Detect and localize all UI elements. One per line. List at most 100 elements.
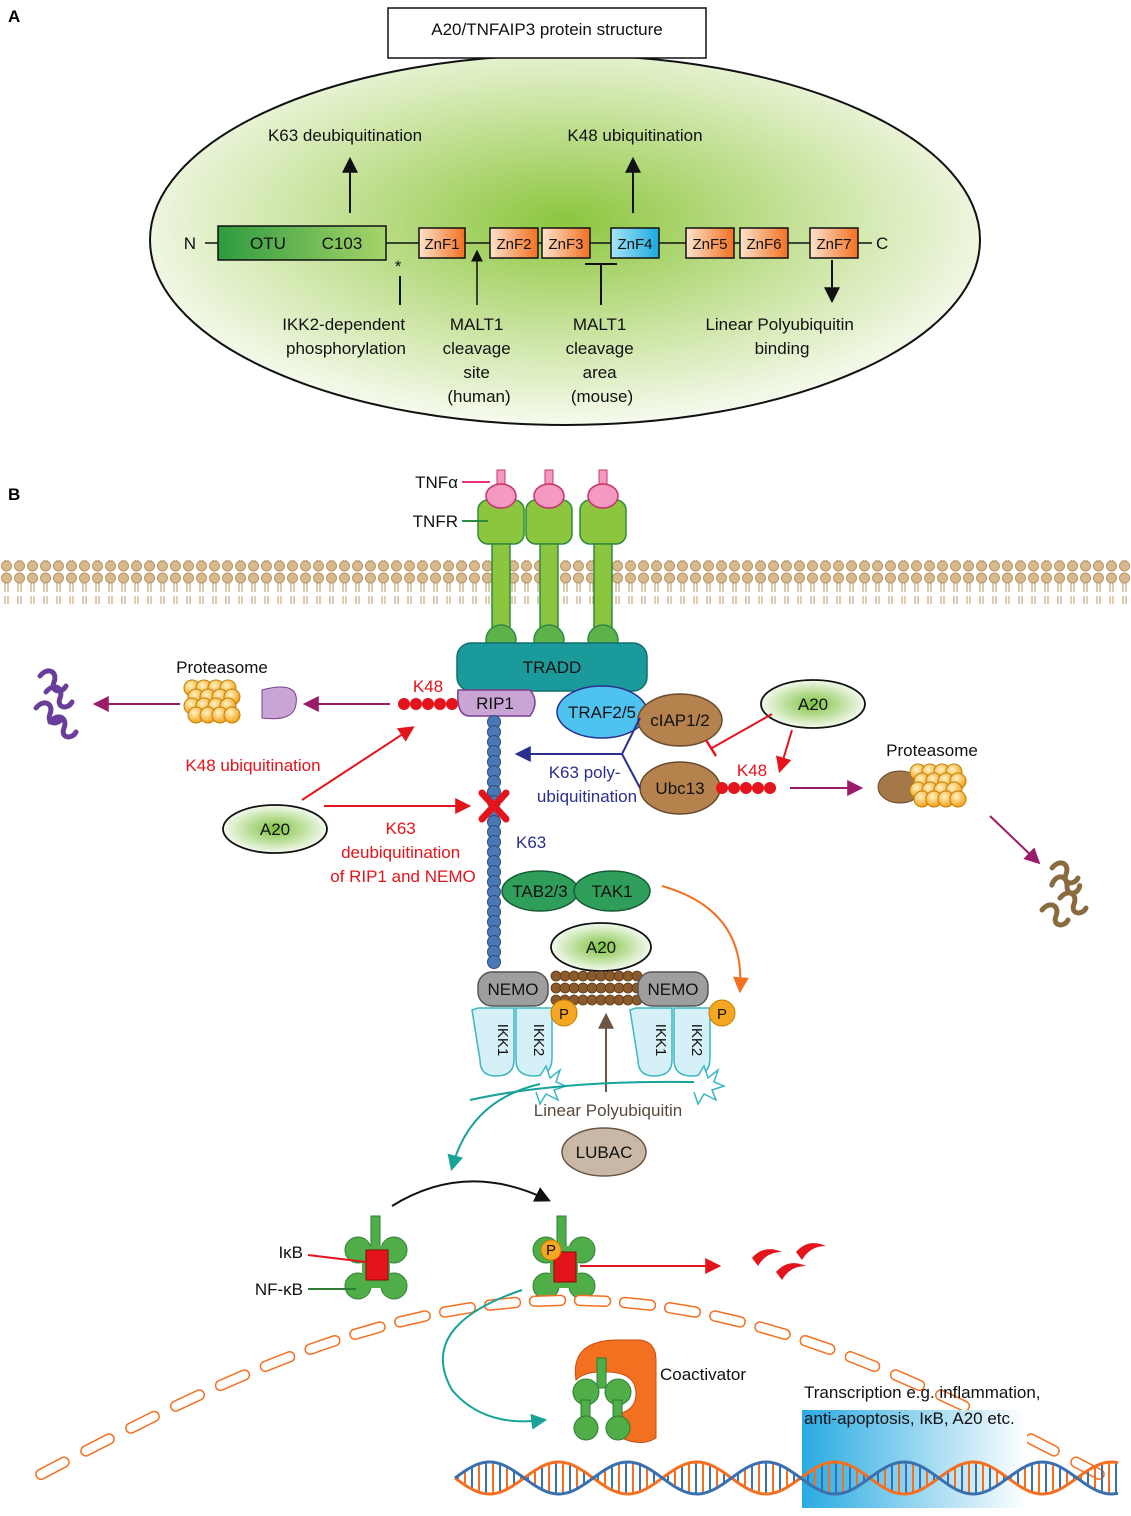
ikk1-right-label: IKK1 bbox=[652, 1024, 669, 1057]
degradation-arrow-right bbox=[989, 815, 1041, 865]
ikk-phosphorylation-arrow bbox=[391, 1180, 551, 1207]
nemo-left bbox=[477, 971, 549, 1007]
nfkb-translocation-arrow bbox=[441, 1289, 548, 1430]
ikb-nfkb-complex bbox=[344, 1215, 408, 1300]
tak1-label: TAK1 bbox=[591, 882, 632, 901]
a20-left bbox=[222, 804, 328, 854]
k48-ubiq-label-b: K48 ubiquitination bbox=[185, 756, 320, 775]
tab-label: TAB2/3 bbox=[512, 882, 567, 901]
znf3-domain: ZnF3 bbox=[541, 227, 591, 259]
degraded-fragments-right bbox=[1042, 863, 1086, 925]
ikb-phospho-label: P bbox=[546, 1242, 556, 1259]
znf6-domain: ZnF6 bbox=[739, 227, 789, 259]
tak1-protein bbox=[573, 870, 651, 912]
asterisk-mark: * bbox=[395, 257, 402, 276]
nemo-right bbox=[637, 971, 709, 1007]
phospho-right bbox=[708, 999, 736, 1027]
znf2-label: ZnF2 bbox=[496, 236, 531, 253]
k48-chain-rip1 bbox=[398, 698, 458, 710]
inhibit-bar bbox=[704, 739, 718, 757]
proteasome-left bbox=[183, 679, 297, 724]
znf2-domain: ZnF2 bbox=[489, 227, 539, 259]
k48-ubiq-label: K48 ubiquitination bbox=[567, 126, 702, 145]
tradd-label: TRADD bbox=[523, 658, 582, 677]
proteasome-right bbox=[877, 763, 967, 808]
tnfr-label: TNFR bbox=[413, 512, 458, 531]
coactivator-label: Coactivator bbox=[660, 1365, 746, 1384]
tnfr-receptors bbox=[477, 469, 627, 656]
znf5-label: ZnF5 bbox=[692, 236, 727, 253]
tnfa-label: TNFα bbox=[415, 473, 458, 492]
a20-center-label: A20 bbox=[586, 938, 616, 957]
tradd-complex bbox=[456, 642, 648, 692]
plasma-membrane bbox=[0, 560, 1131, 604]
k48-right-label: K48 bbox=[737, 761, 767, 780]
a20-inhibit-ciap bbox=[711, 713, 773, 749]
a20-k48-arrow-right bbox=[776, 729, 793, 774]
c-terminus: C bbox=[876, 234, 888, 253]
lubac-label: LUBAC bbox=[576, 1143, 633, 1162]
title-box bbox=[387, 7, 707, 59]
ikk-left-arrow bbox=[447, 1083, 541, 1172]
znf7-label: ZnF7 bbox=[816, 236, 851, 253]
k48-chain-ubc13 bbox=[716, 782, 776, 794]
ikb-label: IκB bbox=[278, 1243, 303, 1262]
ubc13-label: Ubc13 bbox=[655, 779, 704, 798]
malt1-human-label: MALT1 cleavage site (human) bbox=[443, 315, 516, 406]
ikk2-phos-label: IKK2-dependent phosphorylation bbox=[282, 315, 410, 358]
znf4-domain: ZnF4 bbox=[610, 227, 660, 259]
k63-label: K63 bbox=[516, 833, 546, 852]
phospho-left bbox=[550, 999, 578, 1027]
nemo-left-label: NEMO bbox=[488, 980, 539, 999]
k63-deubiq-label-b: K63 deubiquitination of RIP1 and NEMO bbox=[330, 819, 476, 886]
rip1-label: RIP1 bbox=[476, 694, 514, 713]
c103-label: C103 bbox=[322, 234, 363, 253]
otu-domain bbox=[217, 225, 387, 261]
ikk-right-arrow bbox=[469, 1080, 695, 1101]
phospho-right-label: P bbox=[717, 1006, 727, 1023]
panel-a-label: A bbox=[8, 7, 20, 26]
linear-polyubiquitin-chain bbox=[550, 970, 643, 1006]
znf5-domain: ZnF5 bbox=[685, 227, 735, 259]
ubc13-link bbox=[621, 753, 641, 789]
znf7-domain: ZnF7 bbox=[809, 227, 859, 259]
k63-deubiq-label: K63 deubiquitination bbox=[268, 126, 422, 145]
proteasome-left-label: Proteasome bbox=[176, 658, 268, 677]
degraded-fragments-left bbox=[36, 671, 76, 737]
a20-right-label: A20 bbox=[798, 695, 828, 714]
ikk2-left-label: IKK2 bbox=[530, 1024, 547, 1057]
znf4-label: ZnF4 bbox=[617, 236, 652, 253]
linear-polyubiquitin-label: Linear Polyubiquitin bbox=[534, 1101, 682, 1120]
tak1-phos-arrow bbox=[661, 885, 749, 994]
phospho-left-label: P bbox=[559, 1006, 569, 1023]
tnfr-2 bbox=[525, 469, 573, 656]
a20-left-label: A20 bbox=[260, 820, 290, 839]
nfkb-dna-bound bbox=[572, 1357, 632, 1441]
panel-a-title: A20/TNFAIP3 protein structure bbox=[431, 20, 663, 39]
panel-b-label: B bbox=[8, 485, 20, 504]
dna-helix bbox=[454, 1460, 1119, 1496]
znf1-label: ZnF1 bbox=[424, 236, 459, 253]
transcription-label: Transcription e.g. inflammation, anti-ap… bbox=[804, 1383, 1045, 1428]
otu-label: OTU bbox=[250, 234, 286, 253]
traf-label: TRAF2/5 bbox=[568, 703, 636, 722]
nuclear-membrane bbox=[35, 1294, 1105, 1481]
ikk1-left-label: IKK1 bbox=[494, 1024, 511, 1057]
nemo-right-label: NEMO bbox=[648, 980, 699, 999]
linear-binding-label: Linear Polyubiquitin binding bbox=[705, 315, 858, 358]
k63-poly-label: K63 poly- ubiquitination bbox=[537, 763, 637, 806]
ciap-label: cIAP1/2 bbox=[650, 711, 710, 730]
znf3-label: ZnF3 bbox=[548, 236, 583, 253]
ikk-complex-left: IKK1 IKK2 bbox=[471, 1007, 569, 1106]
a20-k48-arrow-left bbox=[301, 726, 415, 801]
k48-left-label: K48 bbox=[413, 677, 443, 696]
proteasome-right-label: Proteasome bbox=[886, 741, 978, 760]
nfkb-label: NF-κB bbox=[255, 1280, 303, 1299]
znf6-label: ZnF6 bbox=[746, 236, 781, 253]
phospho-ikb-nfkb-complex bbox=[532, 1215, 596, 1300]
ikb-pointer bbox=[307, 1254, 367, 1263]
malt1-mouse-label: MALT1 cleavage area (mouse) bbox=[566, 315, 639, 406]
ikk2-right-label: IKK2 bbox=[688, 1024, 705, 1057]
lubac-protein bbox=[561, 1127, 647, 1177]
